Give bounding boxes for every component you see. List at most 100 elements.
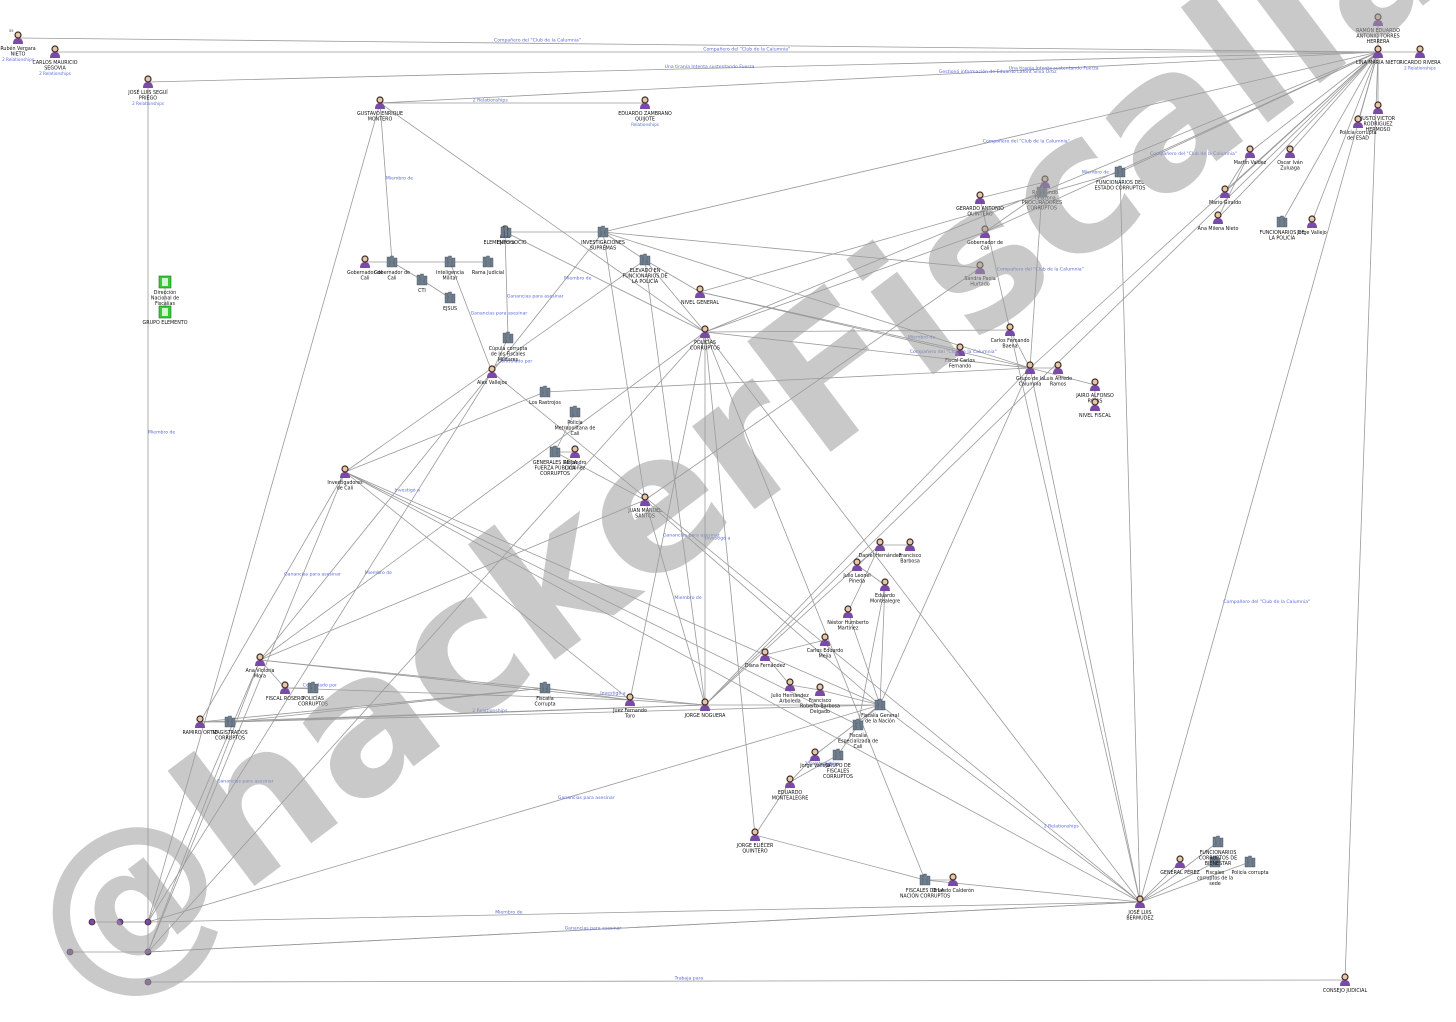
- node-n18[interactable]: CTI: [416, 273, 428, 294]
- junction-node-icon[interactable]: [66, 948, 74, 956]
- node-n25[interactable]: Los Rastrojos: [529, 385, 561, 406]
- node-label: GUSTAVO ENRIQUE: [357, 111, 403, 117]
- junction-node-icon[interactable]: [144, 918, 152, 926]
- relationship-edge: [1029, 367, 1096, 386]
- node-n52[interactable]: Daniel Hernández: [859, 538, 902, 559]
- node-n42[interactable]: Ana Milena Nieto: [1198, 211, 1239, 232]
- node-n44[interactable]: Jorge Vallejo: [1296, 215, 1327, 236]
- edge-label: Controlado por: [303, 683, 337, 689]
- node-n41[interactable]: Mario Giraldo: [1209, 185, 1241, 206]
- node-relationship-count[interactable]: Relationships: [631, 122, 659, 127]
- junction-node-icon[interactable]: [144, 948, 152, 956]
- node-n29[interactable]: NIVEL GENERAL: [681, 285, 719, 306]
- node-n13[interactable]: Ejército: [497, 225, 515, 246]
- node-relationship-count[interactable]: 2 Relationships: [2, 57, 34, 62]
- node-n63[interactable]: Jorge Vallejo: [799, 748, 830, 769]
- node-relationship-count[interactable]: 2 Relationships: [1404, 65, 1436, 70]
- edges-layer: [17, 20, 1420, 983]
- junction-node-icon[interactable]: [116, 918, 124, 926]
- node-n79[interactable]: Policía corrupta: [1231, 855, 1269, 876]
- node-relationship-count[interactable]: 2 Relationships: [39, 71, 71, 76]
- node-label: LA POLICÍA: [632, 278, 659, 285]
- node-n77[interactable]: GENERAL PÉREZ: [1160, 855, 1200, 876]
- relationship-edge: [259, 331, 706, 661]
- node-n72[interactable]: FISCAL ROSERO: [266, 681, 305, 702]
- node-n4[interactable]: LINA MARÍA NIETO: [1356, 45, 1400, 66]
- node-n51[interactable]: JORGE NOGUERA: [684, 698, 727, 719]
- node-n74[interactable]: RAMIRO ORTIZ: [183, 715, 219, 736]
- node-n58[interactable]: Diana Fernández: [745, 648, 786, 669]
- node-relationship-count[interactable]: 2 Relationships: [132, 101, 164, 106]
- relationship-edge: [602, 231, 646, 501]
- node-n36[interactable]: Martín Valdez: [1234, 145, 1267, 166]
- node-n24[interactable]: Alex Vallejos: [477, 365, 508, 386]
- node-n39[interactable]: NIVEL FISCAL: [1079, 398, 1111, 419]
- junction-node-icon[interactable]: [144, 978, 152, 986]
- node-n81[interactable]: CONSEJO JUDICIAL: [1323, 973, 1368, 994]
- node-label: BIENESTAR: [1205, 861, 1232, 867]
- building-icon: [500, 225, 512, 238]
- node-n21[interactable]: GRUPO ELEMENTO: [143, 305, 188, 326]
- node-n17[interactable]: Rama Judicial: [472, 255, 504, 276]
- node-n19[interactable]: EJSUS: [443, 291, 457, 312]
- node-label: CORRUPTOS: [690, 345, 720, 351]
- junction-node-icon[interactable]: [88, 918, 96, 926]
- node-label: Cúpula corrupta: [489, 345, 528, 352]
- node-n68[interactable]: Orlando Calderón: [932, 873, 974, 894]
